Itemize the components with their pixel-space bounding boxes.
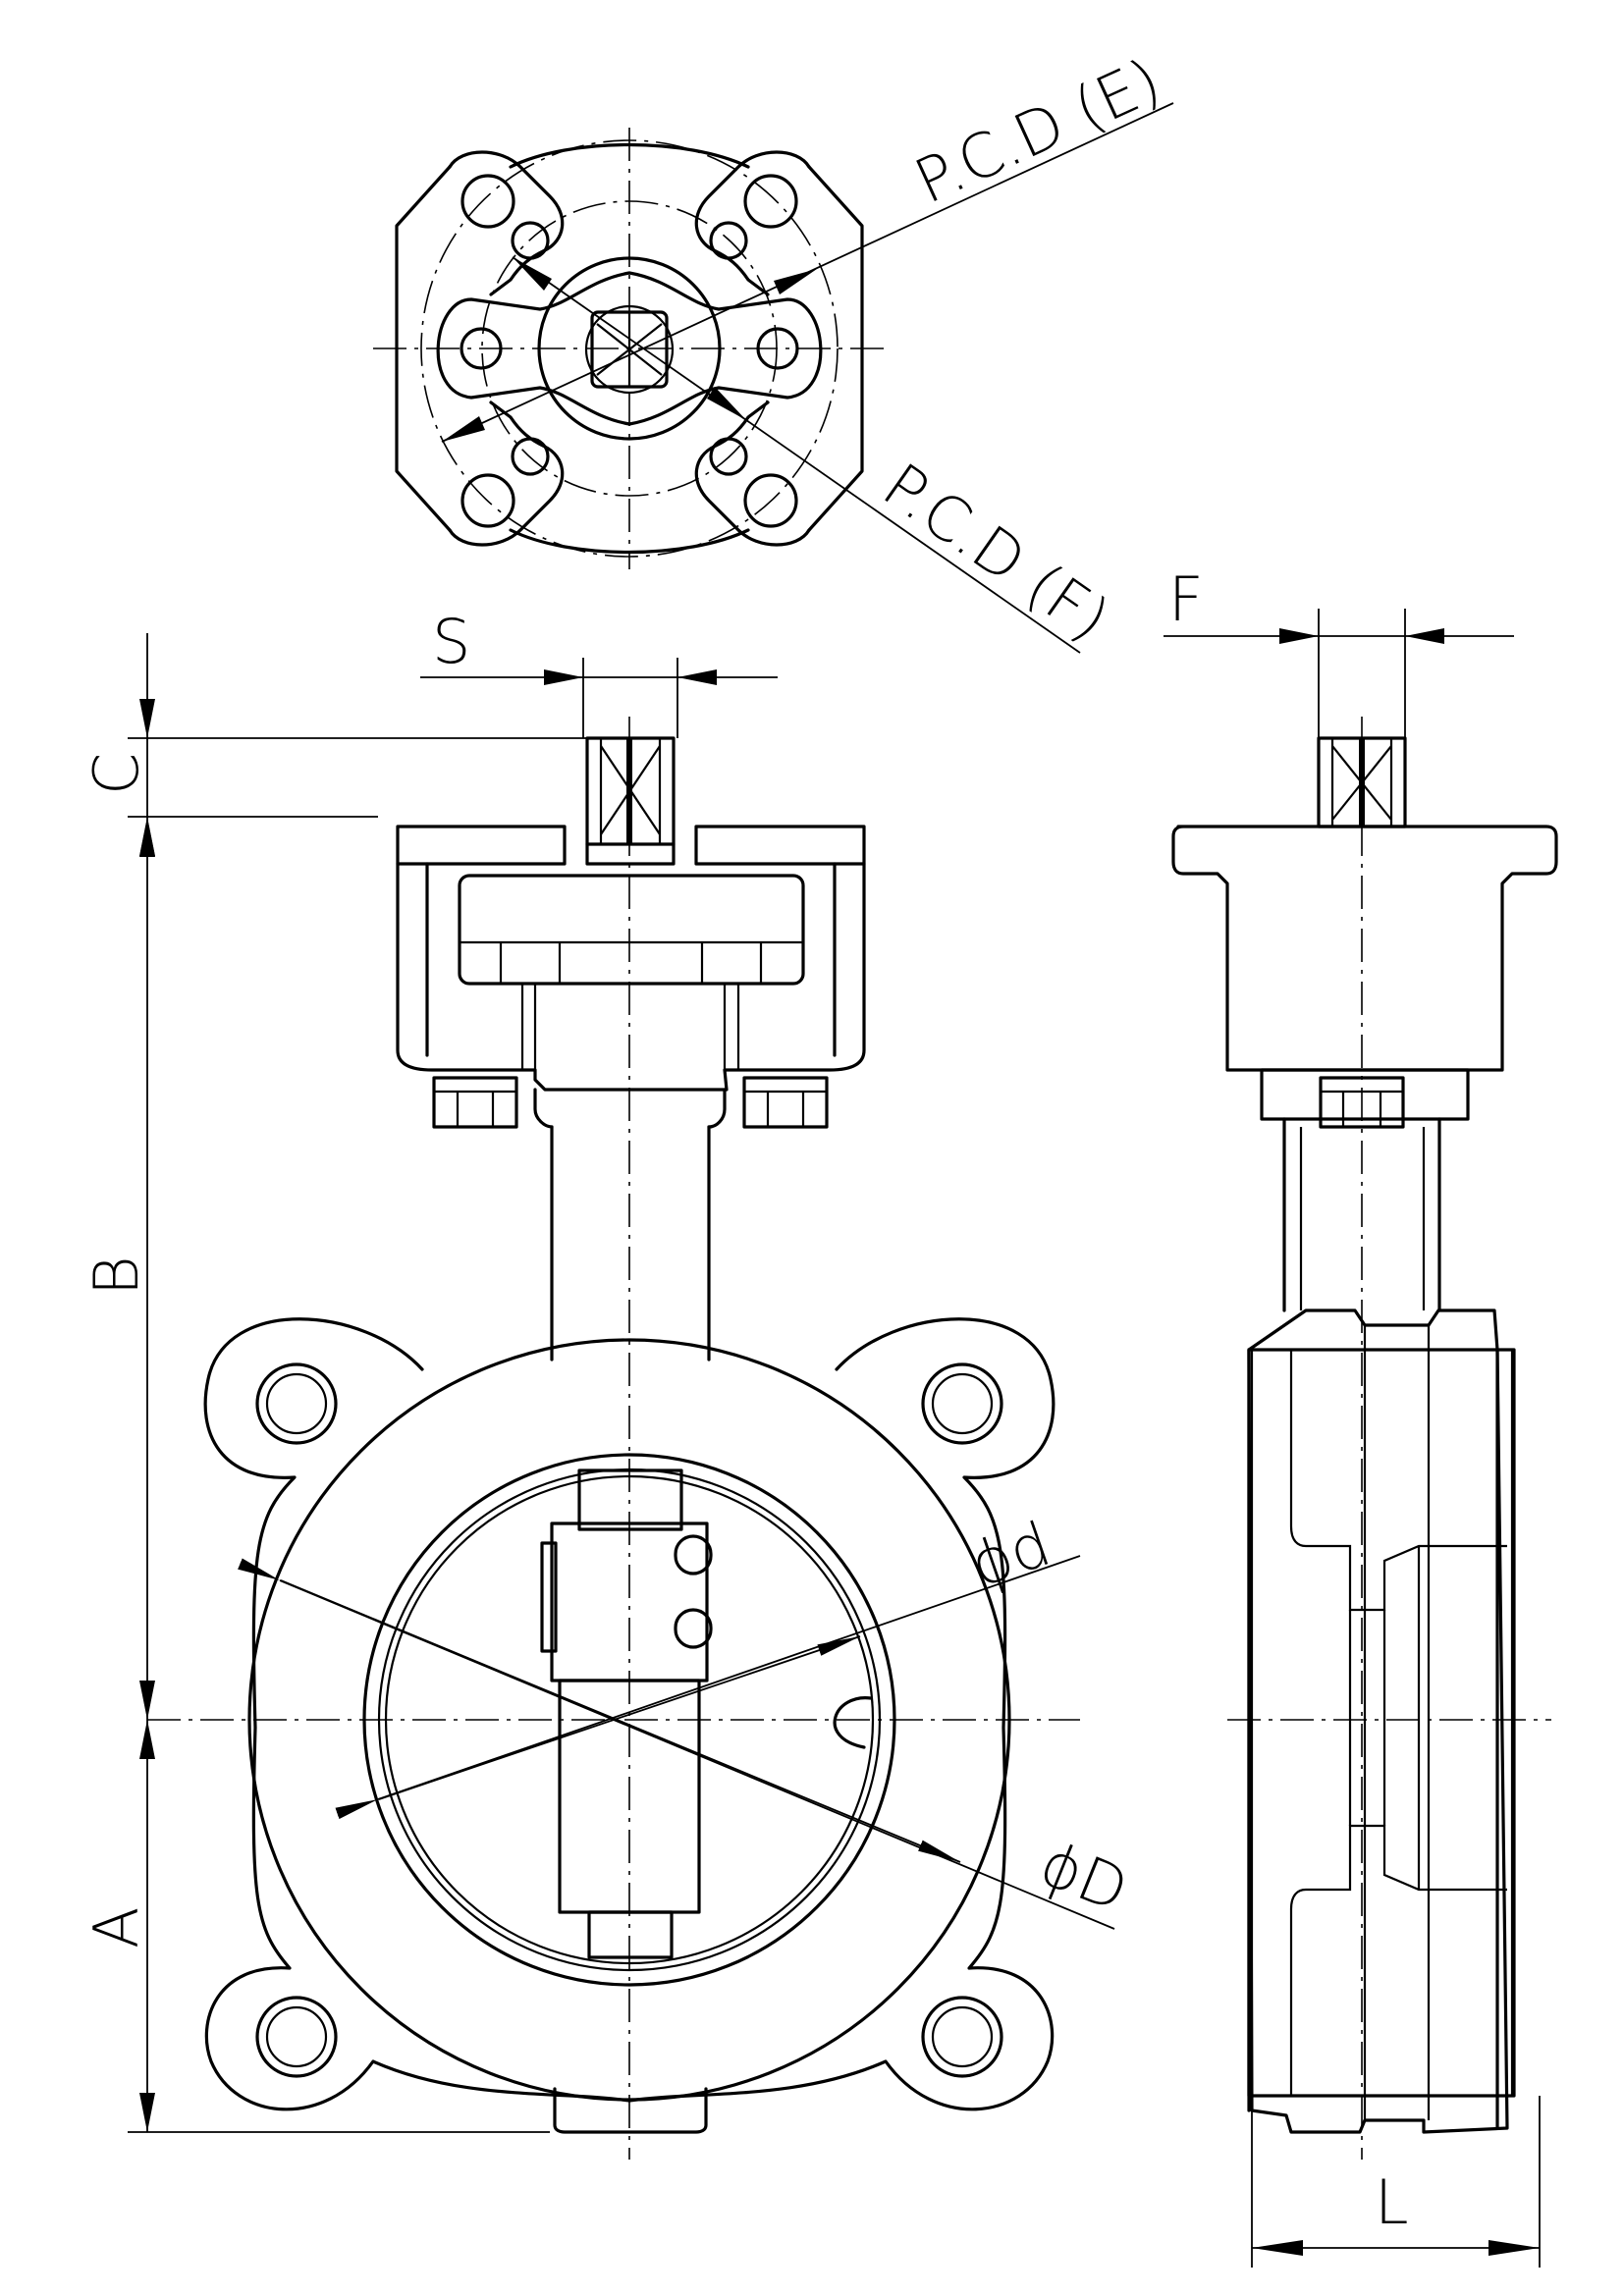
pcd-f-label: P.C.D (F) [870,449,1121,655]
dim-l [1251,2096,1541,2268]
top-view-mounting-pad [373,102,1174,654]
dim-s [420,658,778,738]
dim-f [1164,609,1514,738]
dim-b-label: B [81,1255,152,1296]
front-view-valve [147,717,1115,2160]
left-dimensions [128,633,587,2133]
dim-l-label: L [1375,2166,1409,2238]
phi-d-label: ϕd [961,1508,1059,1601]
dim-a-label: A [81,1907,152,1949]
pcd-e-label: P.C.D (E) [904,44,1171,218]
dim-s-label: S [432,606,470,677]
dim-c-label: C [81,753,152,795]
dim-f-label: F [1168,563,1204,635]
phi-D-label: ϕD [1030,1827,1138,1926]
side-view-valve [1171,717,1558,2160]
